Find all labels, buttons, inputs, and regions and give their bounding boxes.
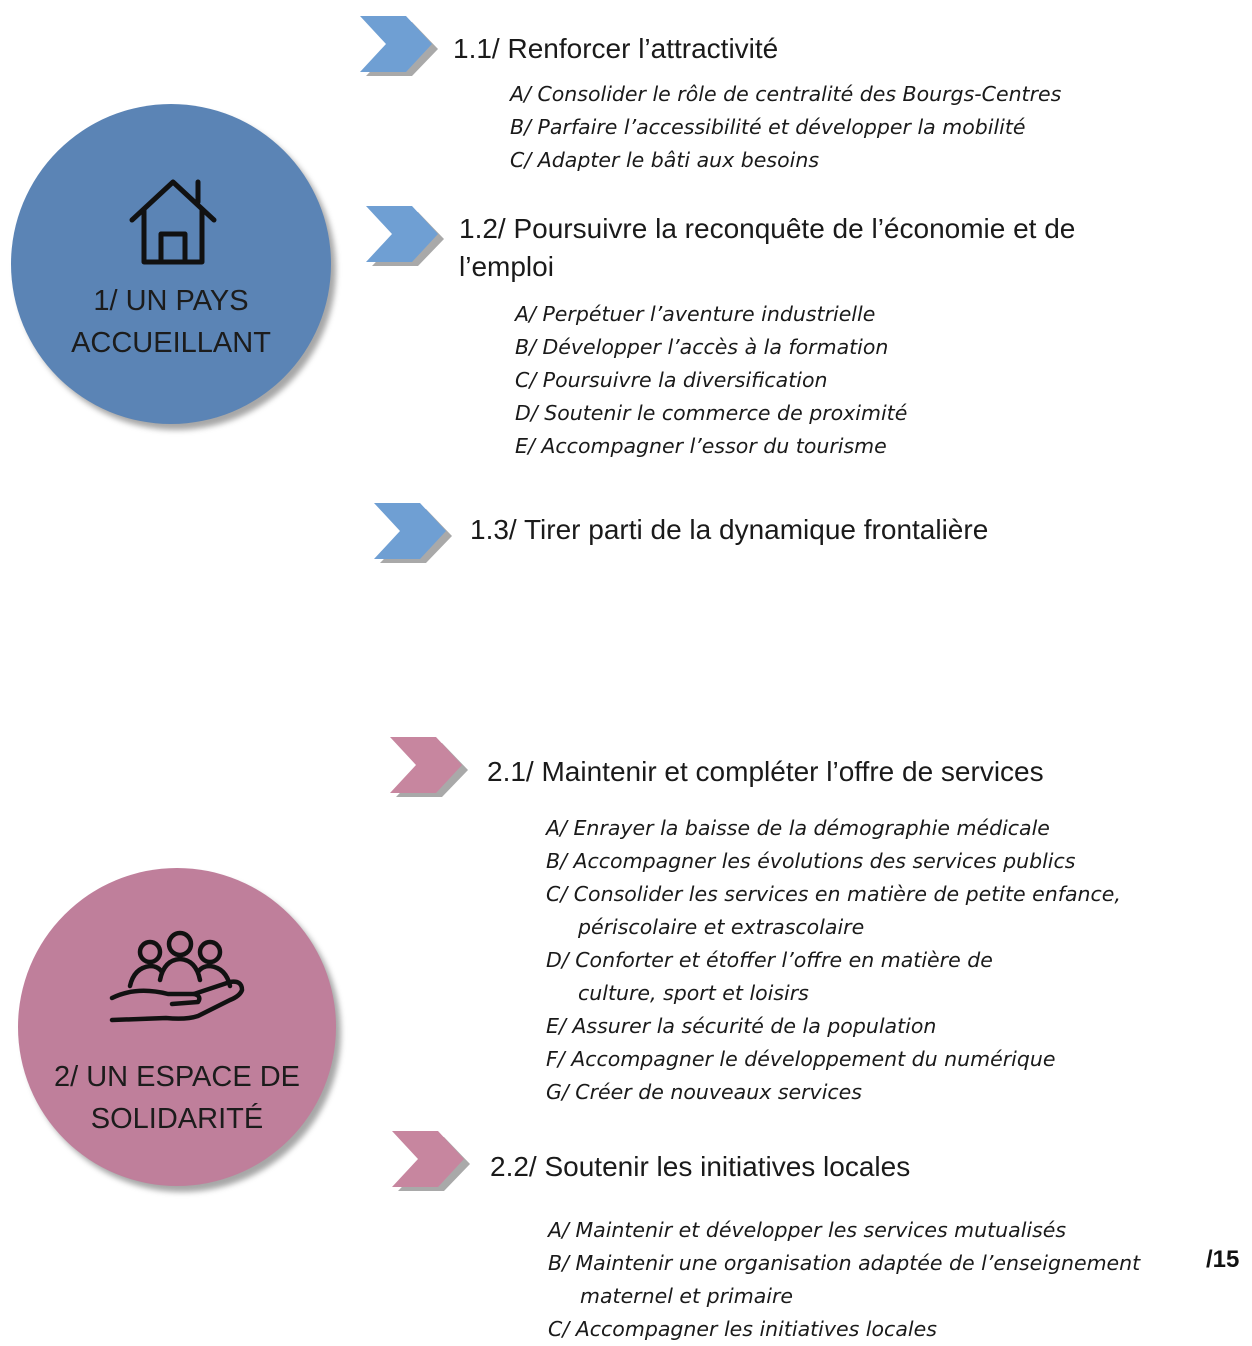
list-item: A/ Maintenir et développer les services … (548, 1218, 1067, 1242)
section-1-2-heading: 1.2/ Poursuivre la reconquête de l’écono… (459, 210, 1075, 286)
list-item: B/ Parfaire l’accessibilité et développe… (510, 115, 1026, 139)
list-item: A/ Perpétuer l’aventure industrielle (515, 302, 876, 326)
section-1-1-list: A/ Consolider le rôle de centralité des … (510, 78, 1160, 177)
list-item: A/ Enrayer la baisse de la démographie m… (546, 816, 1050, 840)
list-item: C/ Adapter le bâti aux besoins (510, 148, 820, 172)
list-item: D/ Soutenir le commerce de proximité (515, 401, 908, 425)
section-2-2-list: A/ Maintenir et développer les services … (548, 1214, 1193, 1346)
section-2-1-heading: 2.1/ Maintenir et compléter l’offre de s… (487, 756, 1044, 787)
community-hand-icon (109, 930, 245, 1023)
theme1-title: 1/ UN PAYS ACCUEILLANT (11, 280, 331, 364)
section-2-1-list: A/ Enrayer la baisse de la démographie m… (546, 812, 1166, 1109)
theme1-circle: 1/ UN PAYS ACCUEILLANT (11, 104, 331, 424)
list-item: B/ Accompagner les évolutions des servic… (546, 849, 1076, 873)
chevron-arrow-icon (390, 737, 468, 797)
theme2-title: 2/ UN ESPACE DE SOLIDARITÉ (18, 1056, 336, 1140)
section-1-2-heading-line1: 1.2/ Poursuivre la reconquête de l’écono… (459, 213, 1076, 244)
section-1-3-heading: 1.3/ Tirer parti de la dynamique frontal… (470, 514, 989, 545)
chevron-arrow-icon (366, 206, 444, 266)
list-item: A/ Consolider le rôle de centralité des … (510, 82, 1062, 106)
section-1-2-list: A/ Perpétuer l’aventure industrielle B/ … (515, 298, 1165, 463)
list-item: B/ Développer l’accès à la formation (515, 335, 889, 359)
chevron-arrow-icon (374, 503, 452, 563)
list-item: C/ Poursuivre la diversification (515, 368, 828, 392)
page-number: /15 (1206, 1246, 1240, 1273)
list-item: C/ Accompagner les initiatives locales (548, 1317, 937, 1341)
list-item: E/ Accompagner l’essor du tourisme (515, 434, 887, 458)
list-item: D/ Conforter et étoffer l’offre en matiè… (546, 948, 993, 1005)
chevron-arrow-icon (392, 1131, 470, 1191)
list-item: F/ Accompagner le développement du numér… (546, 1047, 1056, 1071)
house-icon (129, 179, 217, 265)
theme1-title-line1: 1/ UN PAYS (93, 285, 249, 317)
theme2-circle: 2/ UN ESPACE DE SOLIDARITÉ (18, 868, 336, 1186)
section-1-1-heading: 1.1/ Renforcer l’attractivité (453, 33, 779, 64)
theme2-title-line2: SOLIDARITÉ (90, 1103, 264, 1135)
list-item: C/ Consolider les services en matière de… (546, 882, 1121, 939)
section-2-2-heading: 2.2/ Soutenir les initiatives locales (490, 1151, 911, 1182)
list-item: E/ Assurer la sécurité de la population (546, 1014, 937, 1038)
section-1-2-heading-line2: l’emploi (459, 251, 554, 282)
list-item: G/ Créer de nouveaux services (546, 1080, 862, 1104)
theme2-title-line1: 2/ UN ESPACE DE (53, 1061, 301, 1093)
chevron-arrow-icon (360, 16, 438, 76)
list-item: B/ Maintenir une organisation adaptée de… (548, 1251, 1141, 1308)
theme1-title-line2: ACCUEILLANT (71, 327, 271, 359)
